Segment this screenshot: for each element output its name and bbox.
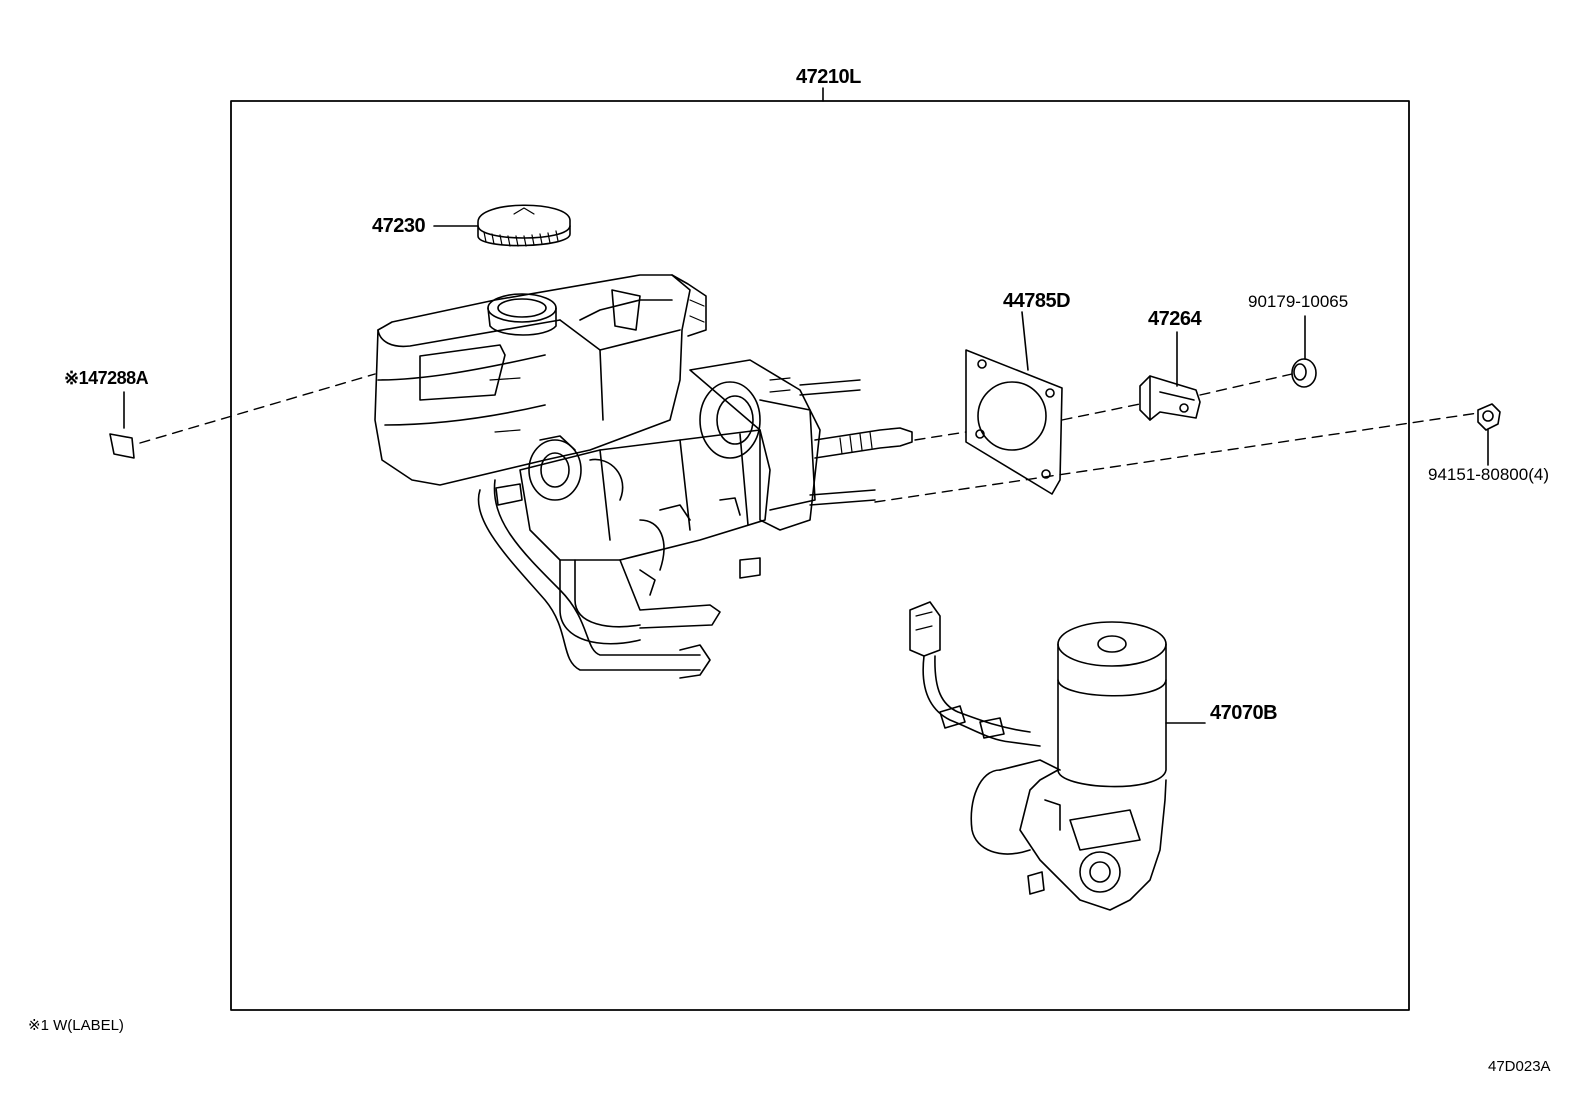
label-sticker [109,391,135,459]
nut [1477,403,1501,466]
alignment-lines [139,373,1479,503]
clevis-part-number: 47264 [1148,308,1202,330]
nut-part-number: 94151-80800(4) [1428,465,1549,484]
cap-part-number: 47230 [372,215,426,237]
assembly-part-number: 47210L [796,66,861,88]
bushing [1291,315,1317,388]
clevis [1139,331,1201,421]
assembly-frame [230,100,1410,1011]
brake-booster-assembly [374,274,913,679]
pump-motor [909,601,1206,911]
gasket [965,311,1063,495]
pump-part-number: 47070B [1210,702,1278,724]
reservoir-cap [433,204,571,247]
bushing-part-number: 90179-10065 [1248,292,1349,311]
gasket-part-number: 44785D [1003,290,1071,312]
footnote: ※1 W(LABEL) [28,1017,124,1034]
label-part-number: ※147288A [64,368,149,388]
figure-code: 47D023A [1488,1058,1551,1075]
